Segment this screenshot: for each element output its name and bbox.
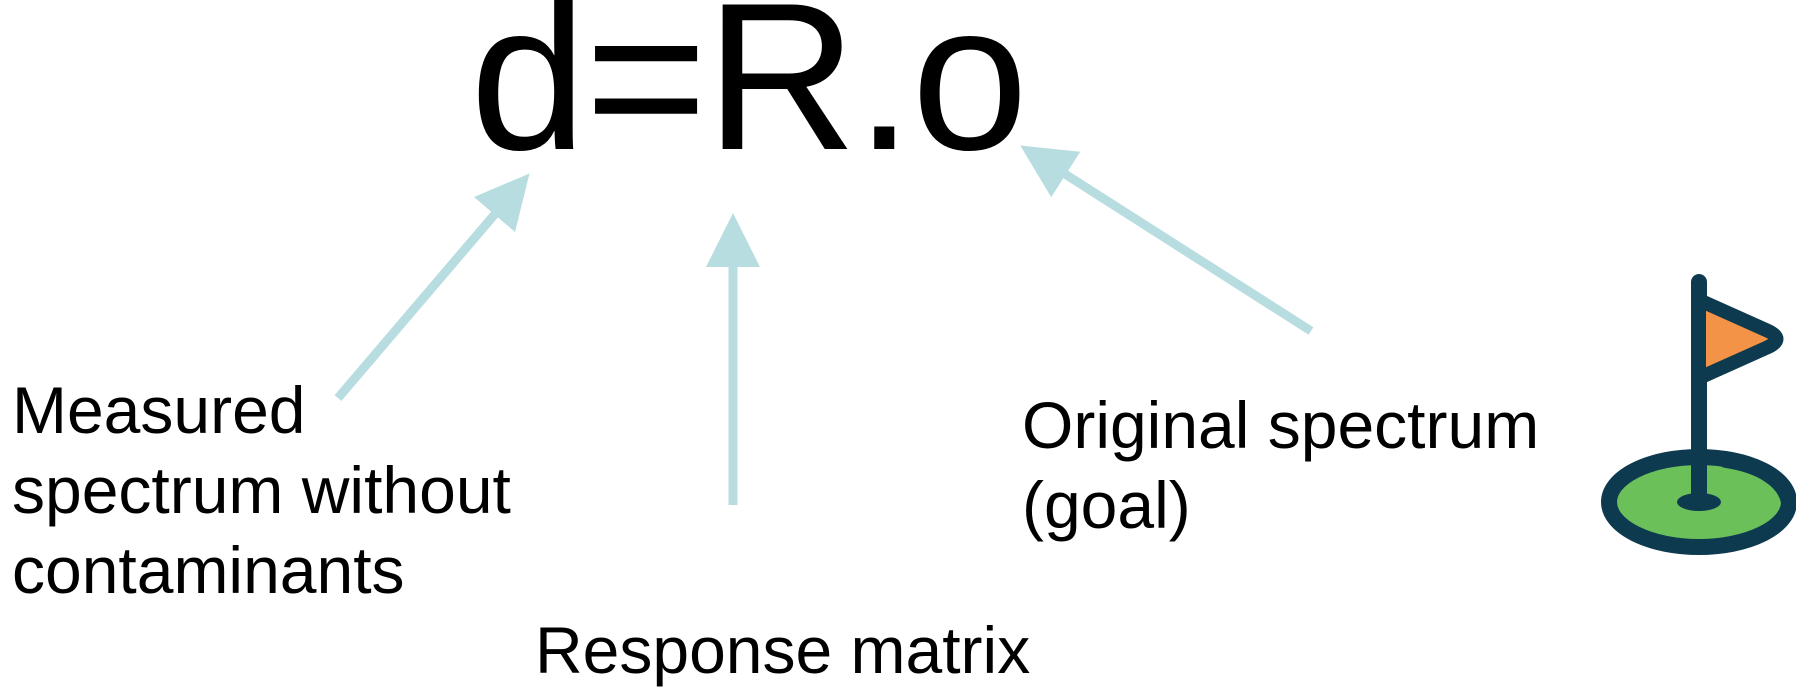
equation: d=R.o: [470, 0, 1028, 194]
arrow-measured-to-d: [334, 173, 530, 401]
original-label-line-1: Original spectrum: [1022, 388, 1540, 462]
measured-label-line-2: spectrum without: [12, 453, 511, 527]
response-matrix-label: Response matrix: [535, 613, 1031, 687]
original-spectrum-label: Original spectrum (goal): [1022, 385, 1539, 545]
measured-spectrum-label: Measured spectrum without contaminants: [12, 370, 511, 610]
measured-label-line-3: contaminants: [12, 533, 405, 607]
measured-label-line-1: Measured: [12, 373, 306, 447]
arrow-original-to-o: [1020, 145, 1314, 335]
original-label-line-2: (goal): [1022, 468, 1191, 542]
golf-flag-icon: [1601, 274, 1796, 555]
